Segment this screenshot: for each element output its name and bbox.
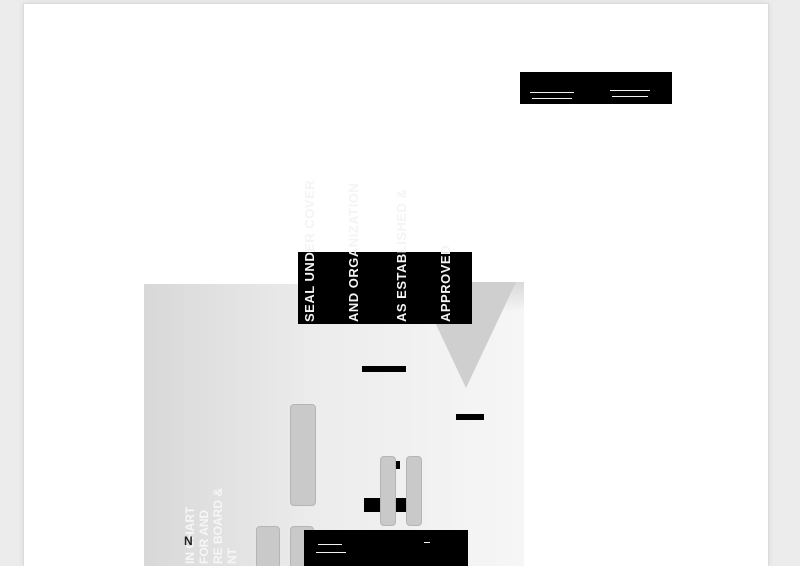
redaction-block-title: SEAL UNDER COVER AND ORGANIZATION AS EST… — [298, 180, 472, 324]
caption-line-4: NT — [225, 548, 239, 564]
org-box-right — [406, 456, 422, 526]
title-line-1: SEAL UNDER COVER — [302, 179, 317, 322]
corner-letter: N — [184, 534, 193, 548]
scanned-page: SEAL UNDER COVER AND ORGANIZATION AS EST… — [24, 4, 768, 566]
org-box-left — [380, 456, 396, 526]
caption-line-2: FOR AND — [197, 509, 211, 564]
redaction-block-footer — [304, 530, 468, 566]
caption-line-3: RE BOARD & — [211, 487, 225, 564]
redaction-mark-2 — [456, 414, 484, 420]
redaction-mark-1 — [362, 366, 406, 372]
org-box-top — [290, 404, 316, 506]
title-line-3: AS ESTABLISHED & — [394, 188, 409, 322]
redaction-block-header — [520, 72, 672, 104]
org-box-bottom-1 — [256, 526, 280, 566]
title-line-2: AND ORGANIZATION — [346, 182, 361, 322]
title-line-4: APPROVED — [438, 245, 453, 322]
